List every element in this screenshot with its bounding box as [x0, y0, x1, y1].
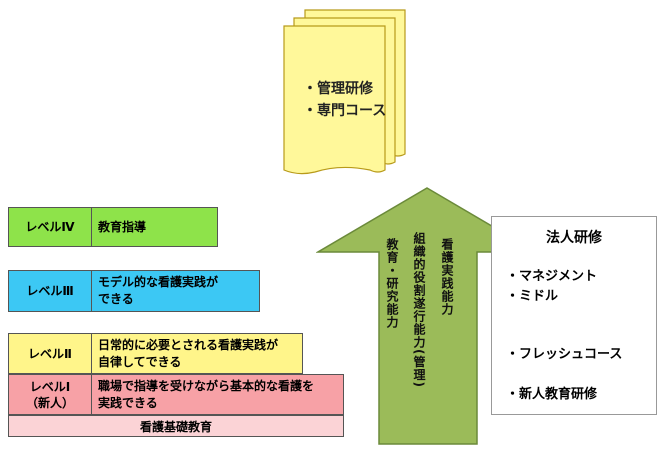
corp-item-management: ・マネジメント: [506, 269, 598, 284]
basic-education-bar: 看護基礎教育: [8, 415, 344, 437]
level-1-label-line2: （新人）: [25, 395, 74, 410]
level-1-desc-line2: 実践できる: [98, 395, 158, 410]
level-4-label: レベルⅣ: [8, 207, 92, 247]
level-2-label: レベルⅡ: [8, 333, 92, 374]
level-3-label: レベルⅢ: [8, 270, 92, 312]
corporate-training-title: 法人研修: [546, 230, 602, 246]
level-3-desc-line2: できる: [98, 292, 134, 306]
level-2-desc: 日常的に必要とされる看護実践が 自律してできる: [91, 333, 303, 374]
document-stack: ・管理研修 ・専門コース: [280, 6, 415, 176]
level-3-label-text: レベルⅢ: [26, 284, 74, 298]
level-1-desc: 職場で指導を受けながら基本的な看護を 実践できる: [91, 374, 344, 415]
level-1-label: レベルⅠ （新人）: [8, 374, 92, 415]
arrow-label-education-research: 教育・研究能力: [385, 238, 399, 329]
basic-education-text: 看護基礎教育: [139, 419, 212, 434]
level-4-desc: 教育指導: [91, 207, 218, 247]
level-1-desc-line1: 職場で指導を受けながら基本的な看護を: [98, 378, 315, 393]
level-3-desc-line1: モデル的な看護実践が: [98, 275, 219, 289]
paper-item-management: ・管理研修: [303, 81, 373, 97]
level-3-desc: モデル的な看護実践が できる: [91, 270, 260, 312]
arrow-label-nursing-practice: 看護実践能力: [440, 238, 454, 316]
level-2-desc-line2: 自律してできる: [98, 354, 182, 369]
paper-item-specialty: ・専門コース: [303, 103, 387, 119]
level-2-label-text: レベルⅡ: [28, 346, 72, 361]
document-stack-icon: [283, 9, 406, 175]
level-1-label-line1: レベルⅠ: [29, 379, 71, 394]
arrow-label-organizational-role: 組織的役割遂行能力(管理): [412, 232, 426, 388]
corp-item-fresh-course: ・フレッシュコース: [506, 347, 623, 362]
level-4-desc-text: 教育指導: [98, 219, 147, 234]
corp-item-new-education: ・新人教育研修: [506, 387, 598, 402]
level-4-label-text: レベルⅣ: [25, 220, 75, 234]
corp-item-middle: ・ミドル: [506, 289, 559, 304]
corporate-training-box: 法人研修 ・マネジメント ・ミドル ・フレッシュコース ・新人教育研修: [491, 216, 657, 415]
level-2-desc-line1: 日常的に必要とされる看護実践が: [98, 337, 279, 352]
